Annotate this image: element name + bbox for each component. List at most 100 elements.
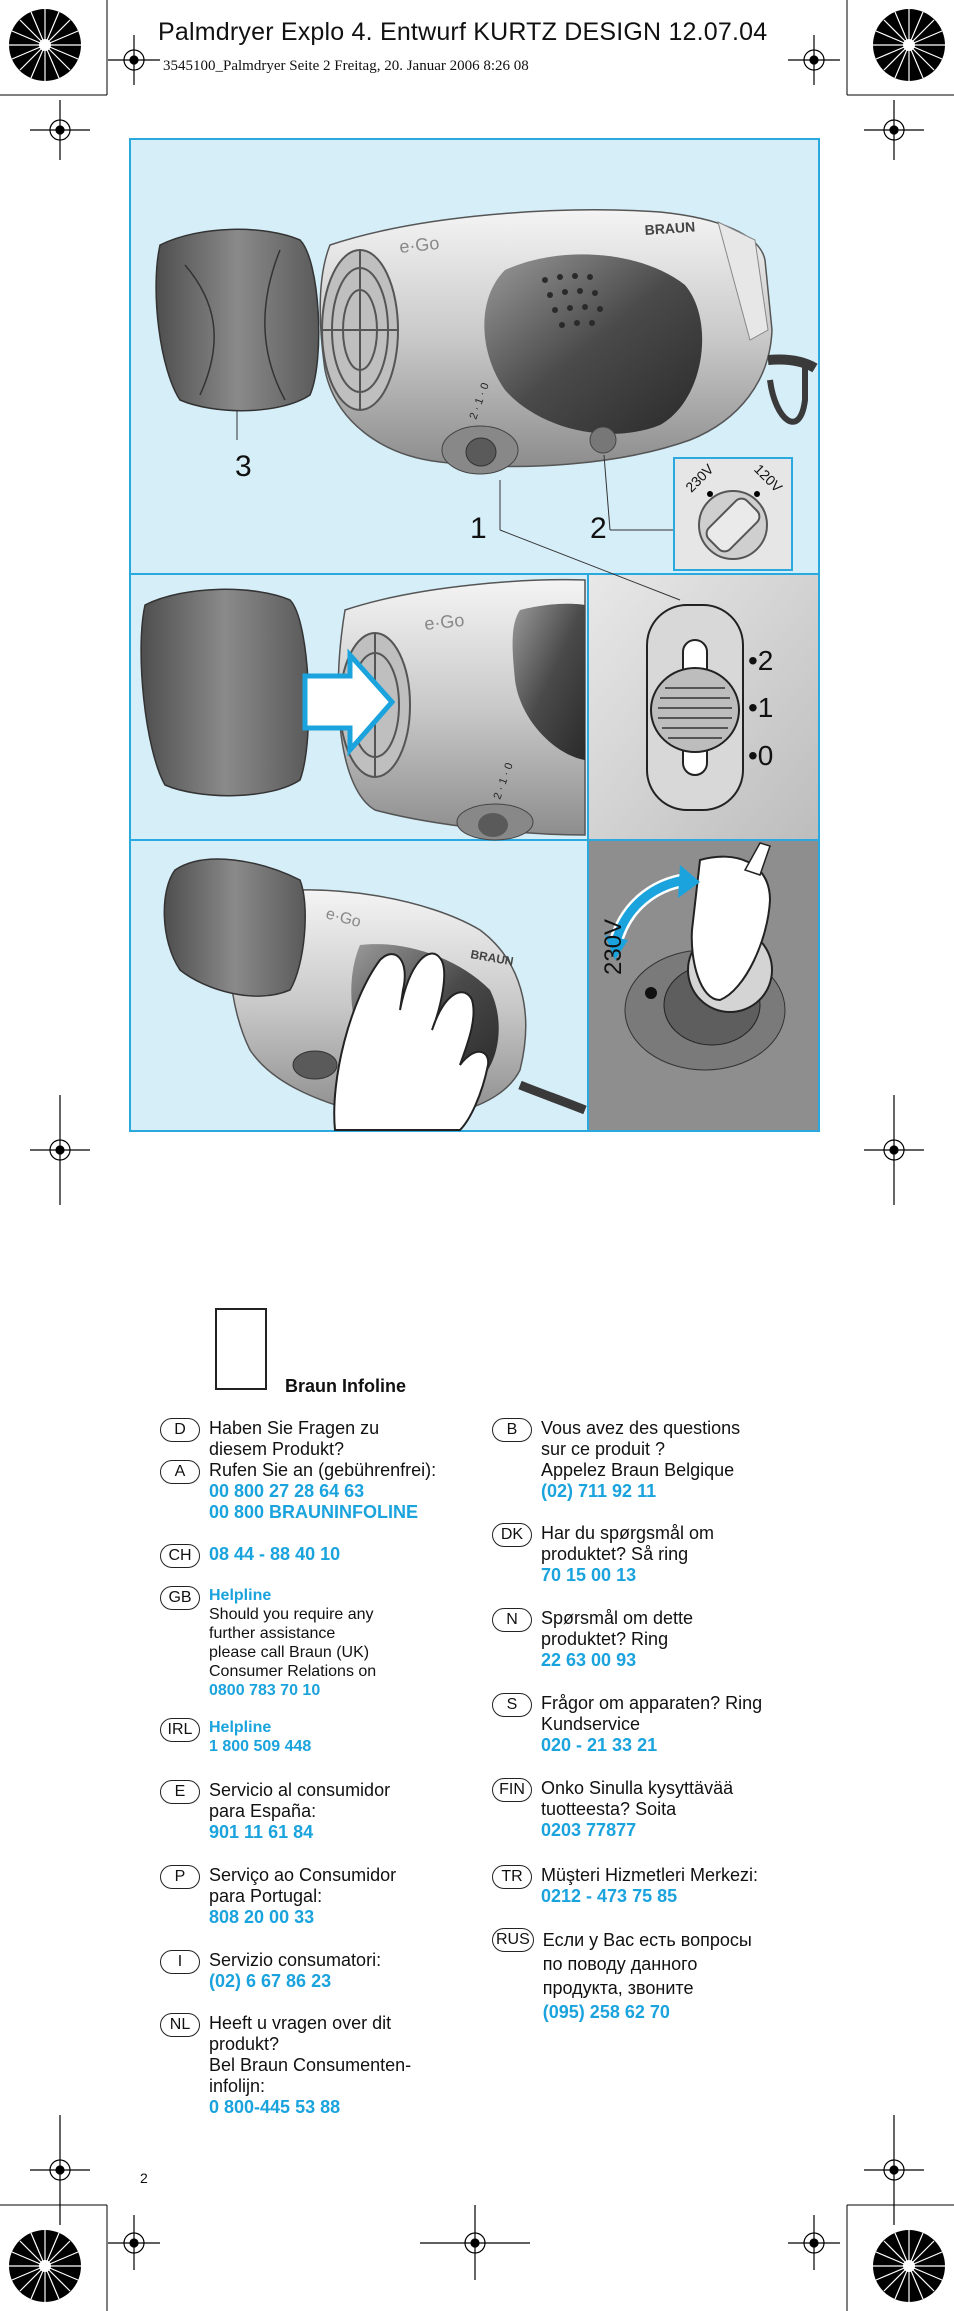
registration-mark-tr — [788, 35, 840, 85]
starburst-bl — [9, 2230, 81, 2302]
callout-label-2: 2 — [590, 512, 607, 545]
entry-RUS: RUS Если у Вас есть вопросы по поводу дан… — [492, 1928, 752, 2024]
phone-number: 00 800 BRAUNINFOLINE — [209, 1502, 419, 1522]
country-code-badge: CH — [160, 1544, 200, 1568]
entry-I: I Servizio consumatori:(02) 6 67 86 23 — [160, 1950, 381, 1992]
document-header-title: Palmdryer Explo 4. Entwurf KURTZ DESIGN … — [158, 18, 768, 46]
entry-text: Consumer Relations on — [209, 1663, 377, 1680]
phone-number: 808 20 00 33 — [209, 1907, 315, 1927]
entry-text: produkt? — [209, 2034, 280, 2054]
helpline-label: Helpline — [209, 1587, 272, 1604]
entry-text: Har du spørgsmål om — [541, 1523, 715, 1543]
registration-mark-bl — [30, 2115, 90, 2225]
phone-number: 0800 783 70 10 — [209, 1682, 321, 1699]
entry-A: A Rufen Sie an (gebührenfrei):00 800 27 … — [160, 1460, 436, 1523]
country-code-badge: RUS — [492, 1928, 534, 1952]
phone-number: 020 - 21 33 21 — [541, 1735, 658, 1755]
registration-mark-ml — [30, 1095, 90, 1205]
phone-number: 08 44 - 88 40 10 — [209, 1544, 341, 1564]
country-code-badge: N — [492, 1608, 532, 1632]
registration-mark-bcr — [788, 2215, 840, 2270]
document-header-subtitle: 3545100_Palmdryer Seite 2 Freitag, 20. J… — [163, 58, 529, 74]
entry-text: produktet? Ring — [541, 1629, 669, 1649]
illustration-panel: 2 · 1 · 0 BRAUN e·Go — [129, 138, 820, 1132]
voltage-selector-inset — [673, 457, 793, 571]
phone-number: (02) 711 92 11 — [541, 1481, 657, 1501]
country-code-badge: D — [160, 1418, 200, 1442]
country-code-badge: FIN — [492, 1778, 532, 1802]
dryer-bottom: BRAUN e·Go — [163, 858, 587, 1131]
switch-position-1: •1 — [748, 692, 774, 723]
country-code-badge: TR — [492, 1865, 532, 1889]
entry-text: Should you require any — [209, 1606, 374, 1623]
hand-illustration — [333, 952, 490, 1131]
entry-TR: TR Müşteri Hizmetleri Merkezi:0212 - 473… — [492, 1865, 758, 1907]
entry-CH: CH 08 44 - 88 40 10 — [160, 1544, 340, 1568]
entry-text: Kundservice — [541, 1714, 641, 1734]
starburst-tl — [9, 9, 81, 81]
entry-text: further assistance — [209, 1625, 336, 1642]
entry-text: Heeft u vragen over dit — [209, 2013, 392, 2033]
entry-text: Servizio consumatori: — [209, 1950, 382, 1970]
phone-number: (095) 258 62 70 — [542, 2002, 670, 2022]
infoline-title: Braun Infoline — [285, 1376, 406, 1396]
entry-text: Bel Braun Consumenten- — [209, 2055, 412, 2075]
entry-text: Servicio al consumidor — [209, 1780, 391, 1800]
entry-text: Onko Sinulla kysyttävää — [541, 1778, 734, 1798]
country-code-badge: NL — [160, 2013, 200, 2037]
entry-text: tuotteesta? Soita — [541, 1799, 677, 1819]
entry-text: Если у Вас есть вопросы — [542, 1930, 752, 1950]
phone-number: (02) 6 67 86 23 — [209, 1971, 332, 1991]
entry-text: para Portugal: — [209, 1886, 323, 1906]
voltage-side-label: 230V — [600, 918, 627, 975]
country-code-badge: P — [160, 1865, 200, 1889]
entry-text: продукта, звоните — [542, 1978, 694, 1998]
entry-text: produktet? Så ring — [541, 1544, 689, 1564]
entry-text: Haben Sie Fragen zu — [209, 1418, 380, 1438]
registration-mark-bc — [420, 2205, 530, 2280]
registration-mark-bcl — [108, 2215, 160, 2270]
entry-text: sur ce produit ? — [541, 1439, 666, 1459]
entry-text: Rufen Sie an (gebührenfrei): — [209, 1460, 437, 1480]
phone-number: 1 800 509 448 — [209, 1738, 312, 1755]
callout-label-1: 1 — [470, 512, 487, 545]
phone-number: 0212 - 473 75 85 — [541, 1886, 678, 1906]
entry-text: para España: — [209, 1801, 317, 1821]
callout-label-3: 3 — [235, 450, 252, 483]
svg-text:e·Go: e·Go — [398, 233, 440, 257]
country-code-badge: IRL — [160, 1718, 200, 1742]
arrow-icon — [302, 648, 396, 757]
entry-text: по поводу данного — [542, 1954, 698, 1974]
phone-number: 70 15 00 13 — [541, 1565, 637, 1585]
phone-number: 0 800-445 53 88 — [209, 2097, 341, 2117]
voltage-turn-detail — [605, 842, 786, 1071]
country-code-badge: E — [160, 1780, 200, 1804]
entry-text: Spørsmål om dette — [541, 1608, 694, 1628]
country-code-badge: A — [160, 1460, 200, 1484]
registration-mark-l — [30, 100, 90, 160]
country-code-badge: GB — [160, 1586, 200, 1610]
country-code-badge: I — [160, 1950, 200, 1974]
phone-number: 00 800 27 28 64 63 — [209, 1481, 365, 1501]
rotate-arrow-icon — [610, 875, 686, 947]
switch-position-0: •0 — [748, 740, 774, 771]
dryer-middle: 2 · 1 · 0 e·Go — [140, 578, 586, 841]
entry-text: Frågor om apparaten? Ring — [541, 1693, 763, 1713]
country-code-badge: B — [492, 1418, 532, 1442]
entry-text: Appelez Braun Belgique — [541, 1460, 735, 1480]
starburst-tr — [873, 9, 945, 81]
switch-detail — [646, 604, 744, 811]
entry-text: Vous avez des questions — [541, 1418, 741, 1438]
registration-mark-br — [864, 2115, 924, 2225]
